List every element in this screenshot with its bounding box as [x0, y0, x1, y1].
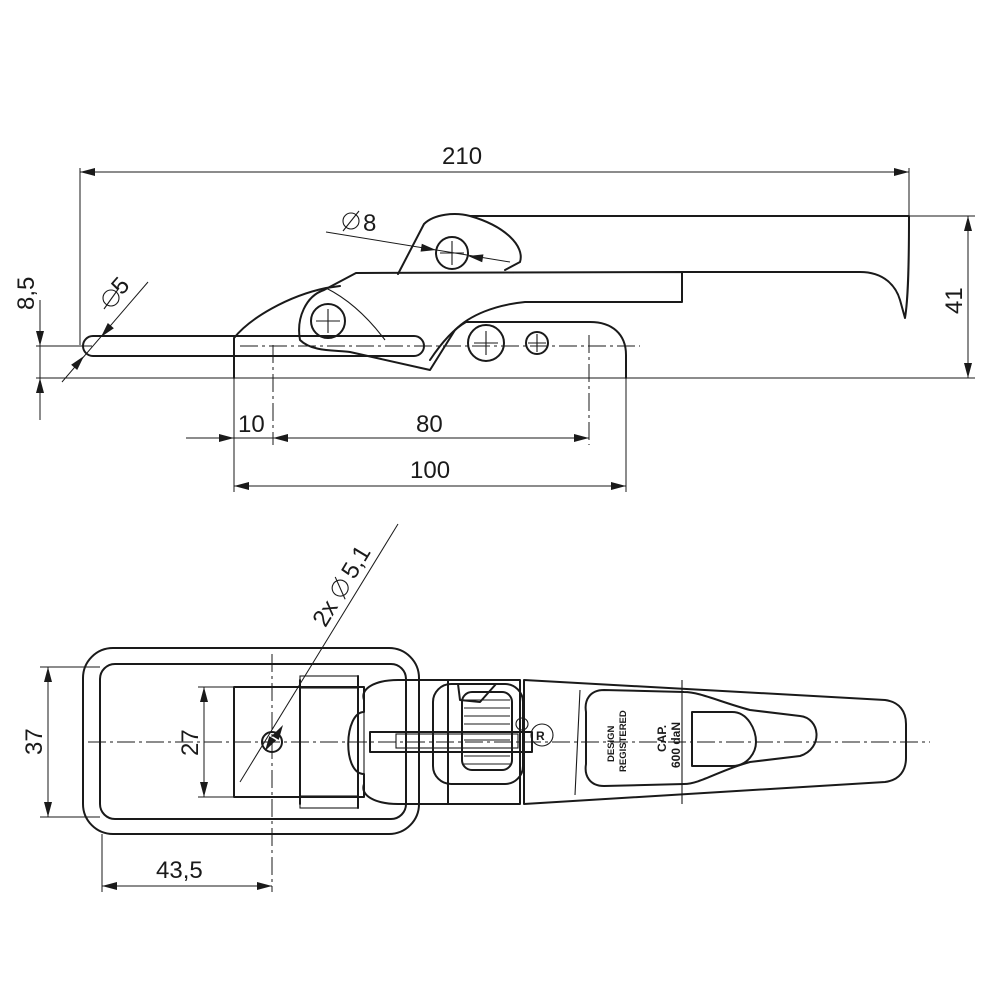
dim-inner-width: 27 [177, 729, 204, 756]
stamp-registered: REGISTERED [618, 710, 629, 772]
diameter-symbol-icon [331, 579, 349, 597]
lever-top [523, 679, 907, 805]
top-view: R DESIGN REGISTERED CAP. 600 daN 37 27 [21, 523, 930, 892]
dim-hole-callout: 2x [307, 596, 343, 632]
pivot-pin [435, 236, 469, 270]
hook-bar [82, 335, 425, 357]
diameter-symbol-icon [342, 212, 360, 230]
side-view: 210 41 8,5 5 8 10 80 [13, 143, 975, 492]
registered-mark-icon [515, 717, 529, 731]
link-pin [310, 303, 346, 339]
base-plate [233, 285, 627, 379]
lever-handle [397, 213, 910, 319]
diameter-symbol-icon [102, 289, 120, 307]
dim-base-length: 100 [410, 457, 450, 484]
stamp-design: DESIGN [606, 725, 617, 762]
mounting-hole-front [467, 324, 505, 362]
link-body-top [362, 679, 521, 805]
stamp-capacity: CAP. [655, 725, 669, 752]
lever-slot [584, 689, 818, 787]
dim-frame-width: 37 [21, 728, 48, 755]
dim-hole-spacing: 80 [416, 411, 443, 438]
hook-frame-outer [82, 647, 420, 835]
svg-text:R: R [536, 729, 545, 743]
dim-height: 41 [941, 287, 968, 314]
finger-grip [691, 711, 757, 767]
dim-total-length: 210 [442, 143, 482, 170]
dim-pin-diameter: 8 [363, 210, 376, 237]
brand-logo-icon [530, 723, 554, 747]
link-plate [298, 271, 683, 371]
dim-edge-offset: 10 [238, 411, 265, 438]
dim-hole-diameter: 5,1 [336, 541, 376, 584]
stamp-capacity-value: 600 daN [669, 722, 683, 768]
dim-hole-offset: 43,5 [156, 857, 203, 884]
dim-hook-diameter: 5 [106, 272, 135, 300]
dim-hook-offset: 8,5 [13, 277, 40, 310]
mounting-hole-rear [525, 331, 549, 355]
spring-icon [461, 691, 513, 771]
